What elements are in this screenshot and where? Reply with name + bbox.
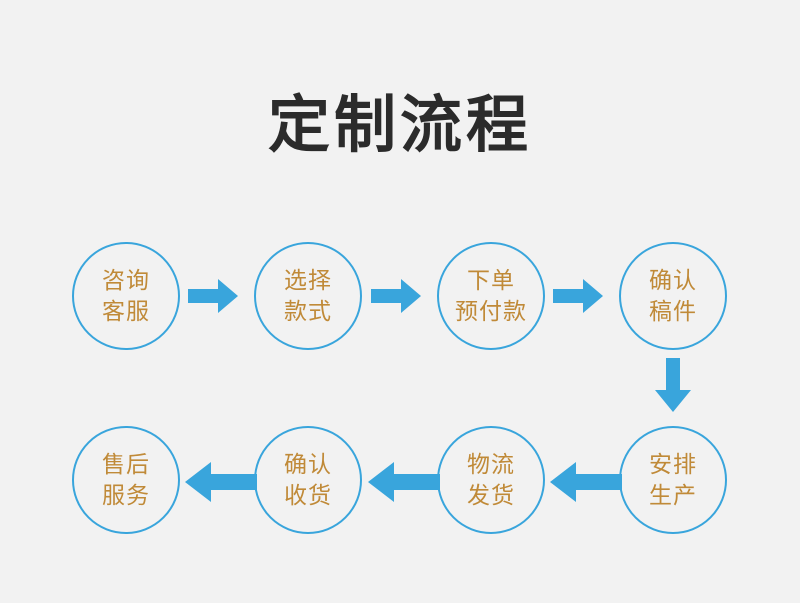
node-line-2: 客服	[102, 298, 150, 324]
node-line-1: 选择	[284, 266, 332, 293]
flow-node-confirm-draft[interactable]: 确认 稿件	[619, 242, 727, 350]
flow-node-logistics-shipment[interactable]: 物流 发货	[437, 426, 545, 534]
flow-node-arrange-production[interactable]: 安排 生产	[619, 426, 727, 534]
flow-node-confirm-receipt[interactable]: 确认 收货	[254, 426, 362, 534]
flow-node-consult-service[interactable]: 咨询 客服	[72, 242, 180, 350]
node-line-2: 收货	[284, 482, 332, 508]
node-line-2: 生产	[649, 482, 697, 508]
node-line-1: 咨询	[102, 266, 150, 293]
node-line-2: 预付款	[455, 298, 527, 324]
node-line-1: 确认	[284, 450, 332, 477]
arrow-left-icon	[550, 462, 622, 502]
node-line-2: 款式	[284, 298, 332, 324]
arrow-right-icon	[553, 279, 603, 313]
flow-node-place-order-prepay[interactable]: 下单 预付款	[437, 242, 545, 350]
node-line-1: 物流	[467, 450, 515, 477]
flow-node-after-sales-service[interactable]: 售后 服务	[72, 426, 180, 534]
page-title: 定制流程	[267, 91, 532, 160]
arrow-down-icon	[655, 358, 691, 412]
arrow-left-icon	[368, 462, 440, 502]
node-line-1: 售后	[102, 450, 150, 477]
node-line-2: 发货	[467, 482, 515, 508]
arrow-left-icon	[185, 462, 257, 502]
arrow-right-icon	[188, 279, 238, 313]
node-line-1: 安排	[649, 450, 697, 477]
node-line-2: 服务	[102, 482, 150, 508]
arrow-right-icon	[371, 279, 421, 313]
node-line-1: 下单	[467, 266, 515, 293]
flow-node-select-style[interactable]: 选择 款式	[254, 242, 362, 350]
node-line-1: 确认	[649, 266, 697, 293]
node-line-2: 稿件	[649, 298, 697, 324]
